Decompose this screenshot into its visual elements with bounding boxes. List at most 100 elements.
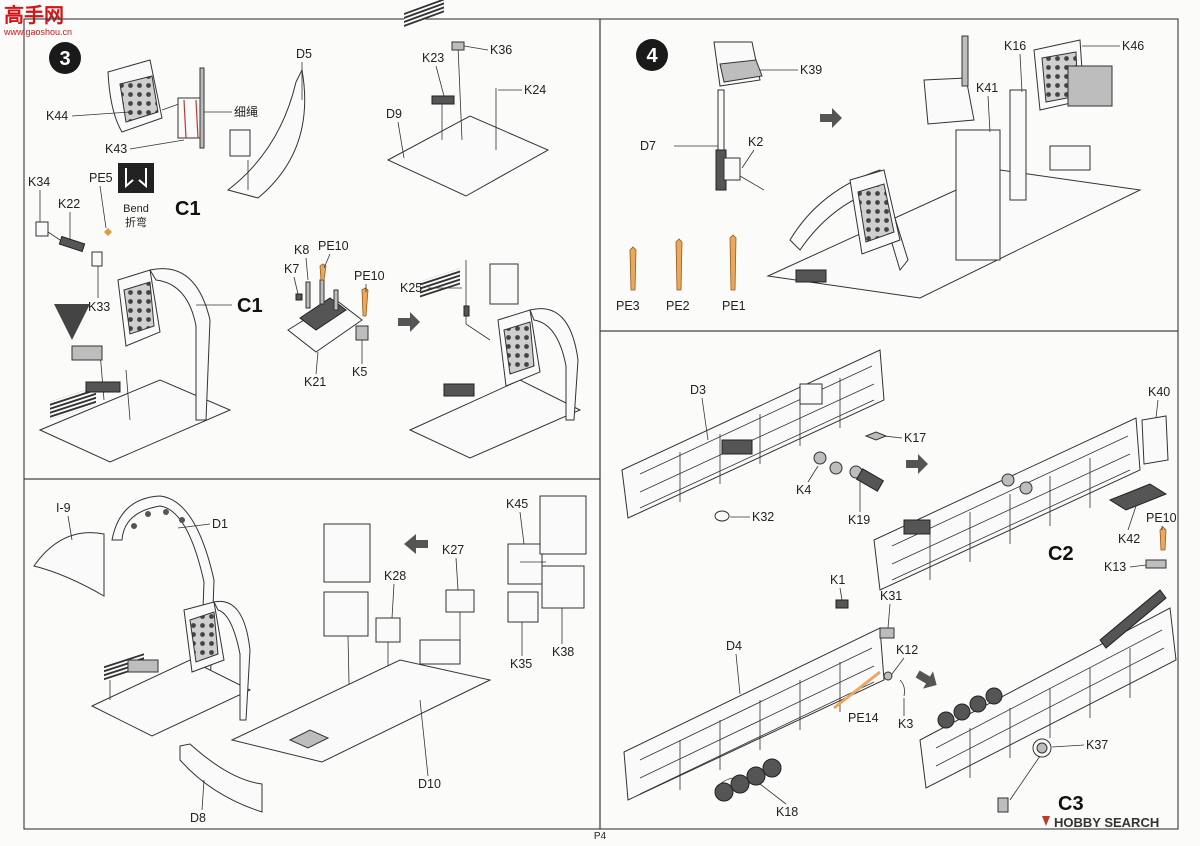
label-k44: K44	[46, 109, 68, 123]
panel-lower-right	[599, 330, 1179, 830]
callout-c1-top: C1	[175, 198, 201, 220]
label-k21: K21	[304, 375, 326, 389]
label-k2: K2	[748, 135, 763, 149]
label-k35: K35	[510, 657, 532, 671]
label-k25: K25	[400, 281, 422, 295]
label-thread-cn: 细绳	[234, 105, 258, 119]
part-k32	[714, 510, 730, 522]
label-k34: K34	[28, 175, 50, 189]
ammo-k18	[714, 758, 782, 802]
label-pe10-a: PE10	[318, 239, 349, 253]
label-k40: K40	[1148, 385, 1170, 399]
box-k27	[445, 589, 475, 640]
stick-d7	[715, 89, 765, 191]
label-i9: I-9	[56, 501, 71, 515]
bend-label: Bend	[123, 203, 149, 215]
label-k37: K37	[1086, 738, 1108, 752]
flow-arrow-c2	[906, 454, 928, 474]
step-3-badge	[49, 42, 81, 74]
label-pe5: PE5	[89, 171, 113, 185]
label-k46: K46	[1122, 39, 1144, 53]
parts-k1-k31-k12-k3	[833, 599, 905, 710]
armor-plate-k44	[107, 59, 205, 149]
label-k45: K45	[506, 497, 528, 511]
part-pe10-k13	[1145, 526, 1167, 569]
console-k21	[287, 263, 369, 353]
label-k39: K39	[800, 63, 822, 77]
label-k27: K27	[442, 543, 464, 557]
label-pe2: PE2	[666, 299, 690, 313]
top-watermark: 高手网 www.gaoshou.cn	[3, 3, 72, 37]
label-pe14: PE14	[848, 711, 879, 725]
label-k28: K28	[384, 569, 406, 583]
bend-label-cn: 折弯	[125, 215, 147, 229]
panels-k35-k45-k38	[323, 495, 587, 731]
plate-k40	[1141, 415, 1169, 465]
label-pe3: PE3	[616, 299, 640, 313]
panel-lower-left	[23, 478, 601, 830]
floor-d10	[230, 639, 492, 763]
bottom-watermark: HOBBY SEARCH	[1042, 815, 1159, 830]
part-k17	[864, 431, 888, 441]
label-k32: K32	[752, 510, 774, 524]
label-k23: K23	[422, 51, 444, 65]
watermark-brand: 高手网	[4, 3, 64, 27]
label-k13: K13	[1104, 560, 1126, 574]
step-4-badge	[636, 39, 668, 71]
cockpit-floor-step3-assembled	[408, 260, 582, 459]
label-pe1: PE1	[722, 299, 746, 313]
sidewall-d5	[226, 68, 306, 199]
label-k3: K3	[898, 717, 913, 731]
label-k4: K4	[796, 483, 811, 497]
label-d10: D10	[418, 777, 441, 791]
callout-c3: C3	[1058, 793, 1084, 815]
label-k18: K18	[776, 805, 798, 819]
seat-k39	[713, 41, 763, 87]
gunsight-k37	[997, 738, 1052, 813]
label-k38: K38	[552, 645, 574, 659]
label-d1: D1	[212, 517, 228, 531]
floor-d9	[386, 0, 550, 197]
label-pe10-b: PE10	[354, 269, 385, 283]
step-4-number: 4	[646, 45, 658, 67]
label-k19: K19	[848, 513, 870, 527]
label-k24: K24	[524, 83, 546, 97]
cockpit-step4-assembled	[766, 35, 1142, 299]
label-k17: K17	[904, 431, 926, 445]
label-k31: K31	[880, 589, 902, 603]
label-k16: K16	[1004, 39, 1026, 53]
page-number: P4	[594, 831, 607, 841]
label-k42: K42	[1118, 532, 1140, 546]
frame-d3	[621, 349, 885, 519]
flow-arrow-step3	[398, 312, 420, 332]
label-d3: D3	[690, 383, 706, 397]
label-k8: K8	[294, 243, 309, 257]
label-k1: K1	[830, 573, 845, 587]
cockpit-lower-assembled	[90, 600, 252, 737]
label-k5: K5	[352, 365, 367, 379]
photo-etch-pe1-pe3	[629, 234, 737, 291]
frame-c3-assembled	[919, 589, 1177, 789]
flow-arrow-c3	[915, 670, 937, 689]
label-d7: D7	[640, 139, 656, 153]
flow-arrow-lower	[404, 534, 428, 554]
label-k7: K7	[284, 262, 299, 276]
flow-arrow-step4	[820, 108, 842, 128]
canopy-i9	[33, 532, 105, 597]
watermark-url: www.gaoshou.cn	[3, 27, 72, 37]
cockpit-floor-step3	[38, 268, 232, 463]
label-d9: D9	[386, 107, 402, 121]
label-pe10-c: PE10	[1146, 511, 1177, 525]
label-k22: K22	[58, 197, 80, 211]
frame-c2-assembled	[873, 417, 1168, 591]
box-k28	[375, 617, 401, 722]
label-k12: K12	[896, 643, 918, 657]
label-d8: D8	[190, 811, 206, 825]
label-k33: K33	[88, 300, 110, 314]
watermark-hobbysearch: HOBBY SEARCH	[1054, 815, 1159, 830]
label-d5: D5	[296, 47, 312, 61]
sidewall-d8	[179, 743, 263, 813]
callout-c2: C2	[1048, 543, 1074, 565]
label-k43: K43	[105, 142, 127, 156]
